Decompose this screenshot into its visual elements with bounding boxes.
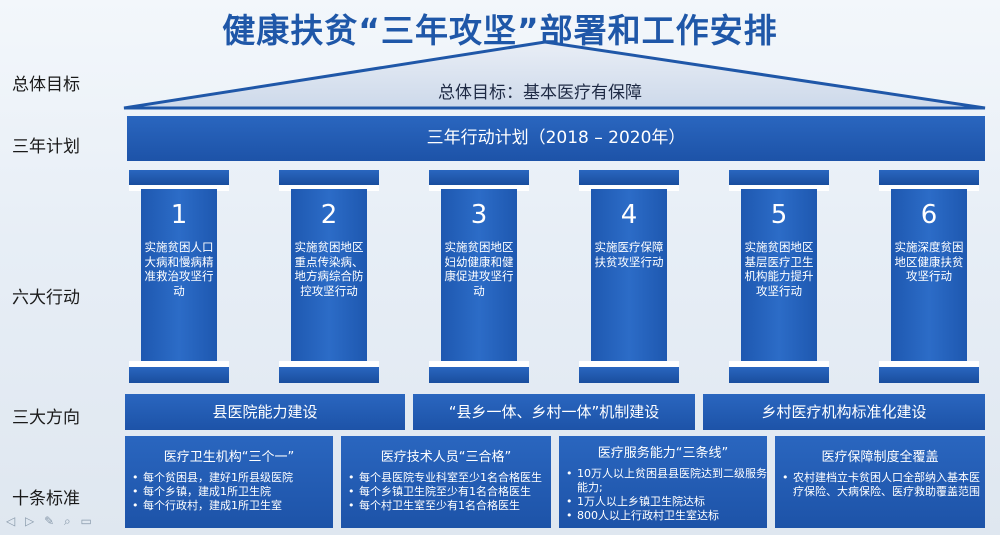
action-text: 实施医疗保障扶贫攻坚行动 <box>594 240 664 269</box>
roof-pediment <box>123 40 986 110</box>
action-number: 1 <box>170 200 188 230</box>
action-column-4: 4 实施医疗保障扶贫攻坚行动 <box>579 170 679 385</box>
direction-county-hospital: 县医院能力建设 <box>125 394 405 430</box>
action-number: 4 <box>620 200 638 230</box>
action-text: 实施贫困地区基层医疗卫生机构能力提升攻坚行动 <box>744 240 814 298</box>
standard-box-institutions: 医疗卫生机构“三个一” 每个贫困县，建好1所县级医院 每个乡镇，建成1所卫生院 … <box>125 436 333 528</box>
standard-item: 每个贫困县，建好1所县级医院 <box>132 471 333 485</box>
standard-item: 每个乡镇卫生院至少有1名合格医生 <box>348 485 551 499</box>
standard-item: 每个行政村，建成1所卫生室 <box>132 499 333 513</box>
row-label-goal: 总体目标 <box>12 75 80 95</box>
action-text: 实施贫困地区重点传染病、地方病综合防控攻坚行动 <box>294 240 364 298</box>
action-column-1: 1 实施贫困人口大病和慢病精准救治攻坚行动 <box>129 170 229 385</box>
standard-item: 10万人以上贫困县县医院达到二级服务能力; <box>566 467 767 495</box>
standard-box-personnel: 医疗技术人员“三合格” 每个县医院专业科室至少1名合格医生 每个乡镇卫生院至少有… <box>341 436 551 528</box>
action-number: 2 <box>320 200 338 230</box>
action-column-5: 5 实施贫困地区基层医疗卫生机构能力提升攻坚行动 <box>729 170 829 385</box>
action-text: 实施贫困地区妇幼健康和健康促进攻坚行动 <box>444 240 514 298</box>
row-label-directions: 三大方向 <box>12 408 80 428</box>
standard-heading: 医疗保障制度全覆盖 <box>821 450 939 465</box>
standard-item: 每个村卫生室至少有1名合格医生 <box>348 499 551 513</box>
standard-item: 1万人以上乡镇卫生院达标 <box>566 495 767 509</box>
action-number: 3 <box>470 200 488 230</box>
row-label-plan: 三年计划 <box>12 137 80 157</box>
standard-heading: 医疗服务能力“三条线” <box>597 446 729 461</box>
standard-box-insurance: 医疗保障制度全覆盖 农村建档立卡贫困人口全部纳入基本医疗保险、大病保险、医疗救助… <box>775 436 985 528</box>
direction-village-standard: 乡村医疗机构标准化建设 <box>703 394 985 430</box>
standard-item: 每个县医院专业科室至少1名合格医生 <box>348 471 551 485</box>
action-text: 实施深度贫困地区健康扶贫攻坚行动 <box>894 240 964 283</box>
action-column-6: 6 实施深度贫困地区健康扶贫攻坚行动 <box>879 170 979 385</box>
page-title: 健康扶贫“三年攻坚”部署和工作安排 <box>222 11 778 50</box>
standard-item: 农村建档立卡贫困人口全部纳入基本医疗保险、大病保险、医疗救助覆盖范围 <box>782 471 985 499</box>
row-label-standards: 十条标准 <box>12 489 80 509</box>
slide-toolbar-icons[interactable]: ◁ ▷ ✎ ⌕ ▭ <box>6 514 95 528</box>
action-column-3: 3 实施贫困地区妇幼健康和健康促进攻坚行动 <box>429 170 529 385</box>
direction-integration: “县乡一体、乡村一体”机制建设 <box>413 394 695 430</box>
row-label-actions: 六大行动 <box>12 288 80 308</box>
action-number: 5 <box>770 200 788 230</box>
plan-bar: 三年行动计划（2018 – 2020年） <box>127 116 985 161</box>
goal-text: 总体目标：基本医疗有保障 <box>438 83 642 103</box>
standard-item: 800人以上行政村卫生室达标 <box>566 509 767 523</box>
action-column-2: 2 实施贫困地区重点传染病、地方病综合防控攻坚行动 <box>279 170 379 385</box>
action-text: 实施贫困人口大病和慢病精准救治攻坚行动 <box>144 240 214 298</box>
action-number: 6 <box>920 200 938 230</box>
standard-heading: 医疗卫生机构“三个一” <box>163 450 295 465</box>
standard-heading: 医疗技术人员“三合格” <box>380 450 512 465</box>
standard-item: 每个乡镇，建成1所卫生院 <box>132 485 333 499</box>
standard-box-service: 医疗服务能力“三条线” 10万人以上贫困县县医院达到二级服务能力; 1万人以上乡… <box>559 436 767 528</box>
